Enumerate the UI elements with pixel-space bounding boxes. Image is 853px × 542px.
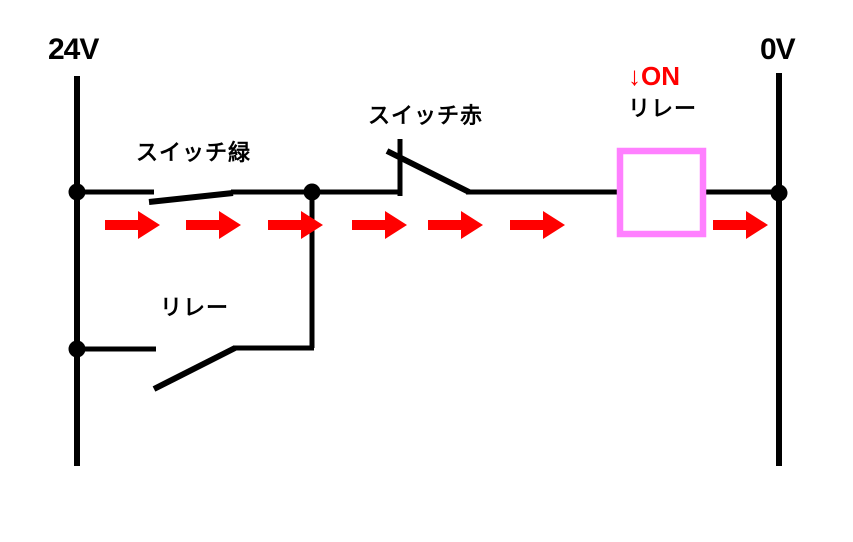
current-flow-arrow (428, 211, 483, 239)
left-rail-voltage-label: 24V (48, 33, 99, 66)
relay-contact-label: リレー (160, 295, 230, 320)
relay-contact-blade (152, 345, 237, 392)
switch-red-blade (385, 148, 471, 195)
relay-coil-box (616, 147, 707, 238)
junction-dot-left-bottom (68, 340, 86, 358)
relay-coil-on-status: ↓ON (628, 61, 680, 91)
current-flow-arrow (510, 211, 565, 239)
current-flow-arrow (713, 211, 768, 239)
right-rail-voltage-label: 0V (760, 33, 796, 66)
junction-dot-left-top (68, 183, 86, 201)
current-flow-arrows (105, 211, 768, 239)
junction-dot-right (770, 184, 788, 202)
current-flow-arrow (352, 211, 407, 239)
switch-red-label: スイッチ赤 (368, 103, 484, 128)
switch-green-blade (148, 190, 234, 205)
current-flow-arrow (105, 211, 160, 239)
junction-dot-branch-top (303, 183, 321, 201)
current-flow-arrow (268, 211, 323, 239)
switch-green-label: スイッチ緑 (136, 140, 252, 165)
relay-coil-label: リレー (628, 96, 698, 121)
current-flow-arrow (186, 211, 241, 239)
